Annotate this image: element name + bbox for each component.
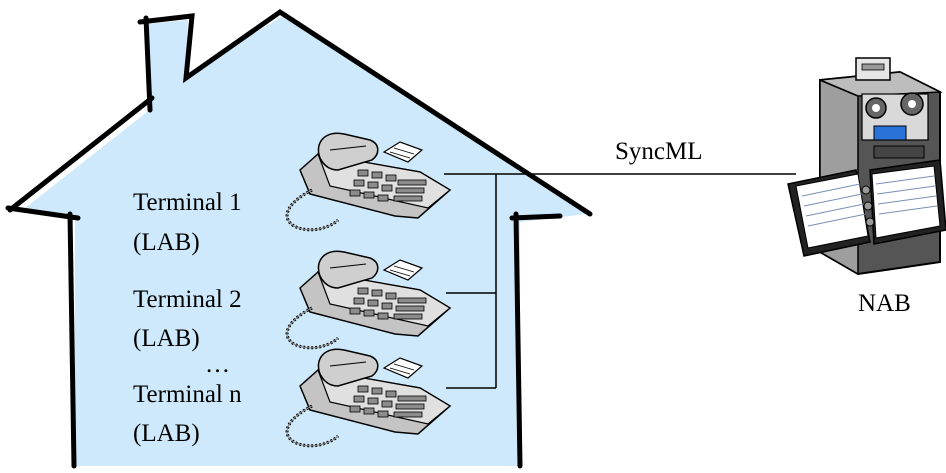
terminal-n-label: Terminal n [133, 381, 242, 408]
terminal-1-label: Terminal 1 [133, 189, 242, 216]
house-outline [5, 8, 593, 469]
terminal-2-sublabel: (LAB) [133, 325, 200, 352]
terminal-ellipsis: … [205, 351, 230, 378]
terminal-1-sublabel: (LAB) [133, 229, 200, 256]
terminal-2-label: Terminal 2 [133, 286, 242, 313]
nab-label: NAB [858, 290, 911, 317]
syncml-label: SyncML [615, 138, 703, 165]
house-shape [20, 16, 586, 466]
connection-lines [444, 173, 796, 389]
server-icon [787, 57, 946, 276]
terminal-n-sublabel: (LAB) [133, 420, 200, 447]
